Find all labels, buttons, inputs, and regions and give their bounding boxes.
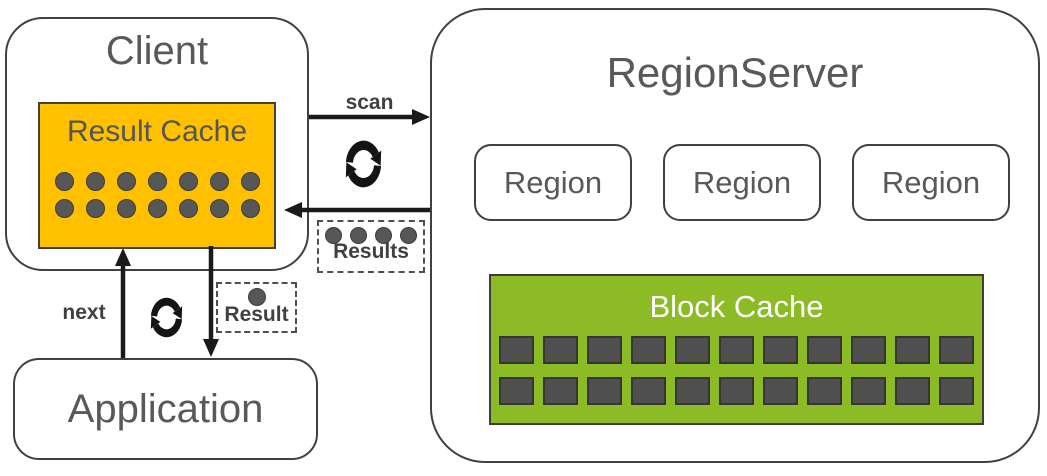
results-label: Results [333,240,409,263]
cache-block-square [807,377,842,405]
block-cache-title: Block Cache [649,289,824,324]
next-label: next [62,301,106,324]
cache-block-square [719,336,754,364]
cached-result-dot [209,172,229,191]
cache-block-square [807,336,842,364]
result-cache-dot-row [40,172,274,191]
cache-block-square [851,336,886,364]
application-box: Application [13,358,318,460]
sync-icon-scan [345,140,382,188]
cached-result-dot [178,172,198,191]
result-dot [350,227,367,244]
cache-block-square [499,336,534,364]
cached-result-dot [240,199,260,218]
cached-result-dot [240,172,260,191]
regionserver-title: RegionServer [606,49,864,96]
block-cache-square-row [491,336,982,364]
results-dots-row [319,227,423,244]
result-box: Result [216,282,297,333]
cached-result-dot [54,199,74,218]
result-cache-dot-row [40,199,274,218]
cache-block-square [939,336,974,364]
regions-row: Region Region Region [474,144,1010,221]
cached-result-dot [147,172,167,191]
block-cache-square-row [491,377,982,405]
cache-block-square [543,336,578,364]
result-dot [325,227,342,244]
region-box: Region [474,144,632,221]
application-title: Application [67,387,264,431]
result-label: Result [224,303,289,326]
cache-block-square [587,336,622,364]
cached-result-dot [85,199,105,218]
cache-block-square [631,336,666,364]
cache-block-square [763,377,798,405]
result-cache-box: Result Cache [38,102,276,249]
client-title: Client [105,29,209,73]
region-box: Region [663,144,821,221]
cache-block-square [895,336,930,364]
cached-result-dot [116,199,136,218]
sync-icon-next [150,297,183,338]
cache-block-square [543,377,578,405]
cache-block-square [763,336,798,364]
cache-block-square [631,377,666,405]
result-dot [400,227,417,244]
cache-block-square [675,377,710,405]
cache-block-square [851,377,886,405]
cache-block-square [499,377,534,405]
client-box: Client Result Cache [5,17,309,271]
scan-label: scan [345,91,394,114]
cache-block-square [719,377,754,405]
cache-block-square [675,336,710,364]
cached-result-dot [116,172,136,191]
cache-block-square [939,377,974,405]
cache-block-square [587,377,622,405]
region-box: Region [852,144,1010,221]
cached-result-dot [85,172,105,191]
cache-block-square [895,377,930,405]
result-dot [247,288,266,306]
block-cache-box: Block Cache [489,274,984,425]
cached-result-dot [178,199,198,218]
result-cache-title: Result Cache [66,115,248,148]
cached-result-dot [209,199,229,218]
cached-result-dot [147,199,167,218]
results-box: Results [317,220,425,273]
result-dot [375,227,392,244]
regionserver-box: RegionServer Region Region Region Block … [430,8,1040,463]
cached-result-dot [54,172,74,191]
